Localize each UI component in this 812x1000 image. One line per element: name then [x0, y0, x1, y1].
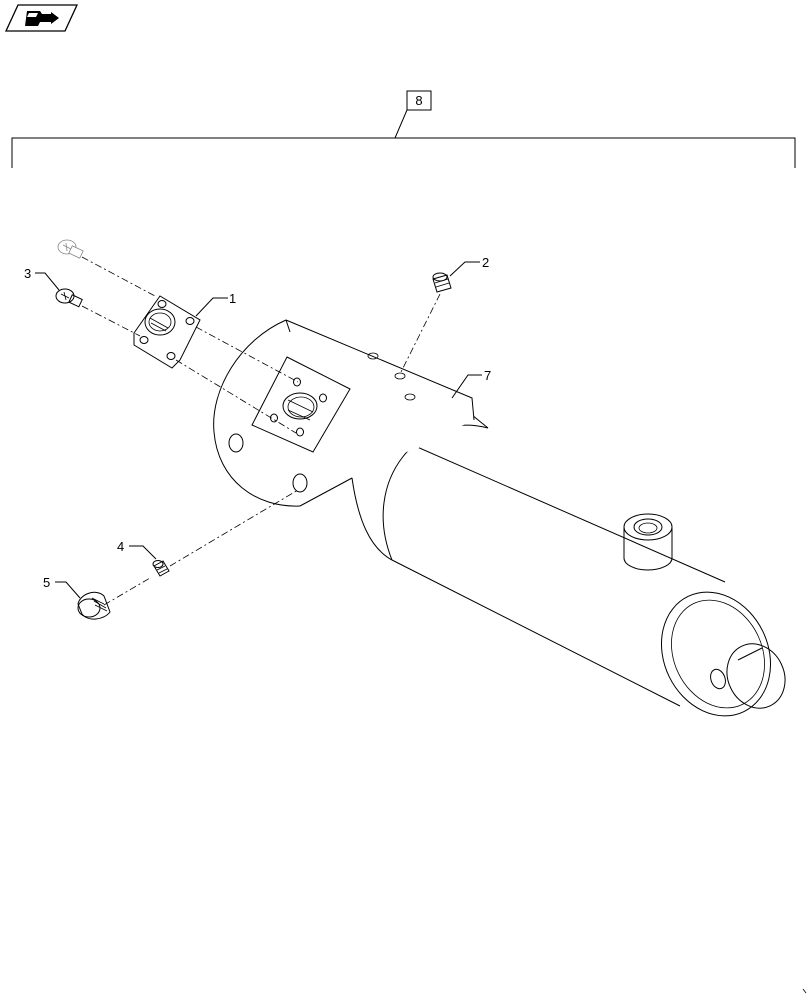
callout-4: 4	[117, 539, 124, 554]
cap-screw	[55, 288, 83, 308]
assembly-callout: 8	[394, 90, 432, 139]
callout-1: 1	[229, 291, 236, 306]
callout-labels: 1 2 3 4 5 7	[24, 255, 491, 590]
leader-lines	[35, 261, 482, 599]
callout-7: 7	[484, 368, 491, 383]
assembly-centerlines	[81, 256, 441, 606]
callout-5: 5	[43, 575, 50, 590]
set-screw-part-4	[152, 560, 170, 577]
flange-fitting	[133, 295, 201, 369]
ghost-cap-screw	[57, 239, 84, 259]
plug-part-2	[432, 272, 452, 293]
corner-mark	[802, 988, 807, 994]
assembly-number: 8	[415, 93, 422, 108]
port-boss	[623, 513, 673, 571]
callout-3: 3	[24, 266, 31, 281]
hydraulic-cylinder	[213, 319, 786, 720]
nav-badge[interactable]	[4, 4, 79, 32]
page-forward-icon	[25, 11, 59, 26]
callout-2: 2	[482, 255, 489, 270]
assembly-bracket	[11, 137, 796, 168]
plug-part-5	[77, 591, 111, 620]
